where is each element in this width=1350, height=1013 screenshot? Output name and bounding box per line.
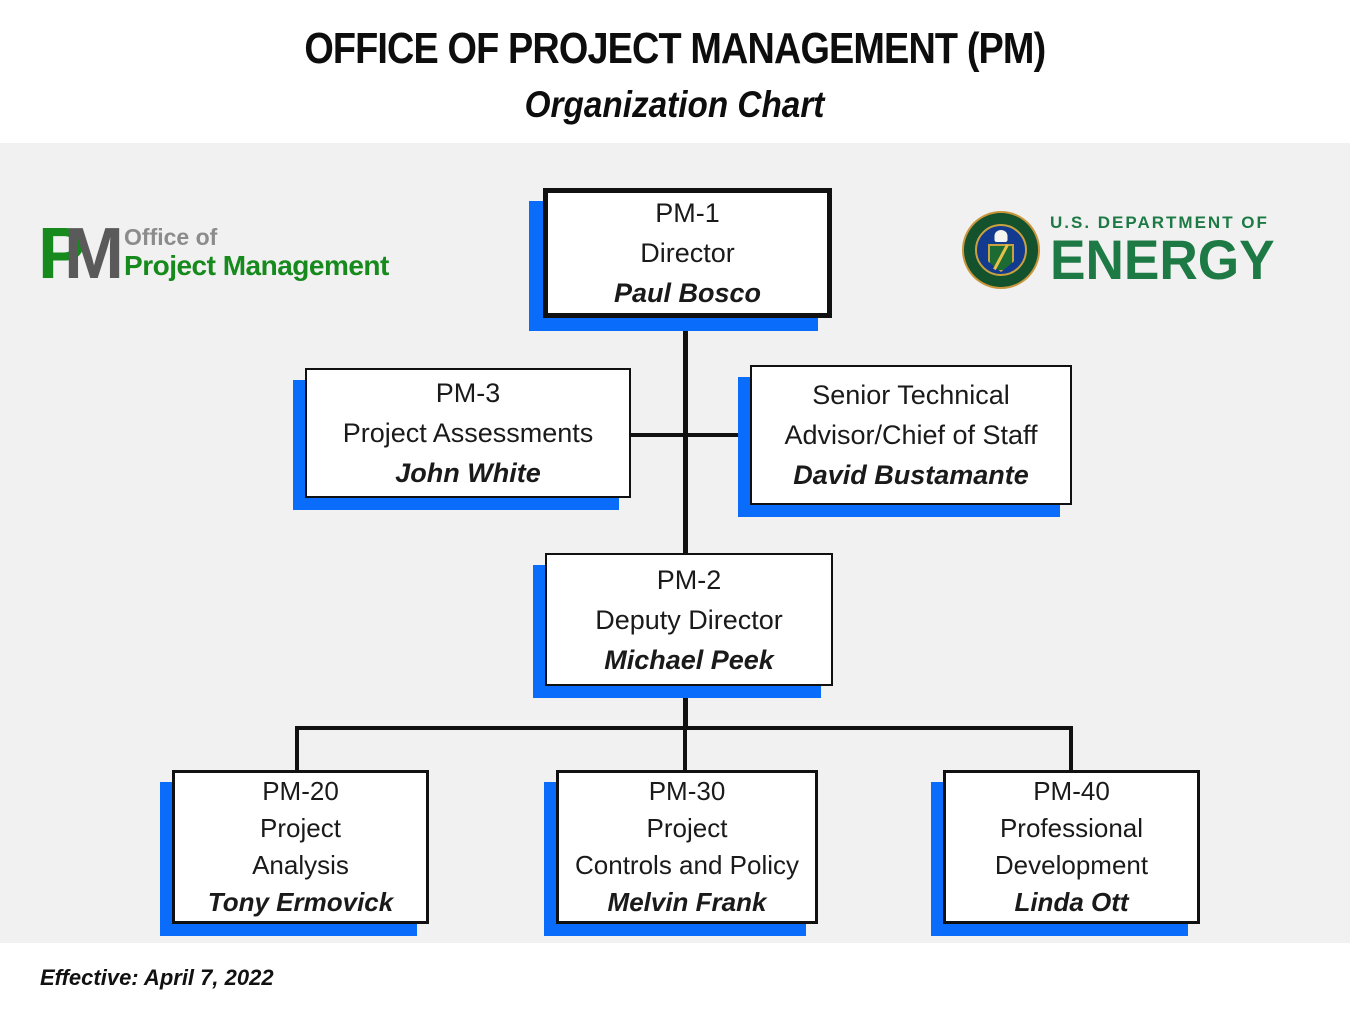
org-node-pm2: PM-2 Deputy Director Michael Peek	[545, 553, 833, 686]
page-subtitle: Organization Chart	[0, 84, 1350, 126]
page-title: OFFICE OF PROJECT MANAGEMENT (PM)	[0, 24, 1350, 74]
node-title-line2: Analysis	[252, 850, 349, 880]
pm-logo-line1: Office of	[124, 224, 218, 250]
doe-logo-text: U.S. DEPARTMENT OF ENERGY	[1050, 213, 1287, 291]
org-node-senior-technical-advisor: Senior Technical Advisor/Chief of Staff …	[750, 365, 1072, 505]
pm-office-logo: PM Office of Project Management	[38, 218, 389, 290]
node-code: PM-3	[435, 378, 501, 408]
connector-pm2-to-rail	[683, 686, 688, 728]
org-node-pm1: PM-1 Director Paul Bosco	[543, 188, 832, 318]
pm-logo-line2: Project Management	[124, 250, 389, 281]
org-node-pm20: PM-20 Project Analysis Tony Ermovick	[172, 770, 429, 924]
pm-monogram-p: P	[38, 214, 86, 294]
org-node-pm40: PM-40 Professional Development Linda Ott	[943, 770, 1200, 924]
chart-area: PM Office of Project Management U.S. DEP…	[0, 143, 1350, 943]
connector-drop-pm40	[1069, 726, 1073, 772]
pm-monogram-m: M	[64, 214, 124, 294]
node-title-line2: Advisor/Chief of Staff	[784, 420, 1038, 450]
node-person: Melvin Frank	[607, 887, 767, 917]
page-title-text: OFFICE OF PROJECT MANAGEMENT (PM)	[304, 24, 1046, 73]
node-title-line2: Development	[994, 850, 1149, 880]
doe-logo-line1: U.S. DEPARTMENT OF	[1050, 213, 1269, 232]
node-title: Deputy Director	[595, 604, 783, 635]
node-person: John White	[395, 458, 541, 488]
node-code: PM-20	[262, 776, 339, 806]
page-subtitle-text: Organization Chart	[525, 84, 825, 125]
doe-seal-eagle	[994, 230, 1008, 242]
node-person: Michael Peek	[604, 644, 774, 675]
node-person: Tony Ermovick	[207, 887, 394, 917]
node-title: Director	[640, 238, 735, 268]
connector-drop-pm30	[683, 726, 687, 772]
node-person: Paul Bosco	[613, 278, 762, 308]
effective-date-note: Effective: April 7, 2022	[40, 965, 274, 990]
node-person: Linda Ott	[1014, 887, 1129, 917]
org-node-pm3: PM-3 Project Assessments John White	[305, 368, 631, 498]
node-title: Project Assessments	[342, 418, 594, 448]
connector-drop-pm20	[295, 726, 299, 772]
doe-seal-icon	[962, 211, 1040, 289]
node-title-line1: Professional	[999, 813, 1144, 843]
doe-logo-line2-text: ENERGY	[1050, 228, 1275, 291]
node-title-line1: Project	[260, 813, 341, 843]
node-code: PM-30	[648, 776, 726, 806]
node-title-line1: Senior Technical	[812, 380, 1010, 410]
doe-seal-field	[975, 224, 1027, 276]
pm-logo-text: Office of Project Management	[124, 225, 389, 282]
page-footer: Effective: April 7, 2022	[0, 943, 1350, 1013]
node-code: PM-2	[656, 564, 722, 595]
node-code: PM-40	[1033, 776, 1110, 806]
node-person: David Bustamante	[793, 460, 1029, 490]
node-title-line1: Project	[646, 813, 728, 843]
node-code: PM-1	[655, 198, 720, 228]
node-title-line2: Controls and Policy	[575, 850, 799, 880]
doe-logo-line2: ENERGY	[1050, 228, 1287, 291]
pm-monogram-icon: PM	[38, 218, 124, 290]
org-node-pm30: PM-30 Project Controls and Policy Melvin…	[556, 770, 818, 924]
page-header: OFFICE OF PROJECT MANAGEMENT (PM) Organi…	[0, 0, 1350, 143]
doe-logo: U.S. DEPARTMENT OF ENERGY	[962, 211, 1287, 289]
connector-pm3-to-sta	[629, 433, 750, 437]
